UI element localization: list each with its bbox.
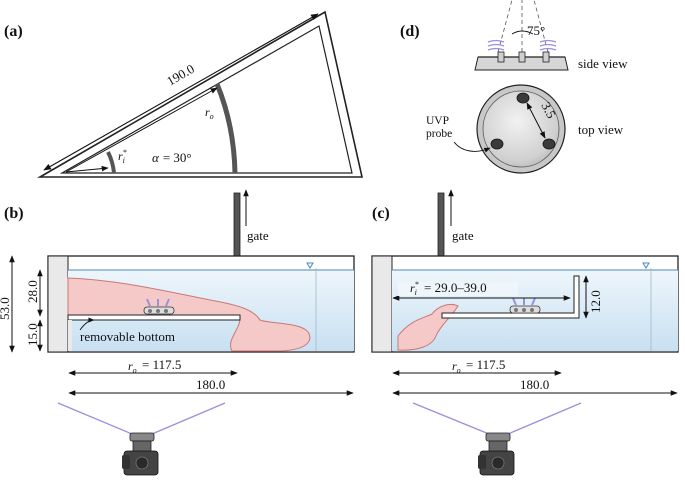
- uvp-label-line1: UVP: [426, 115, 449, 127]
- dim-ri-label-c: = 29.0–39.0: [424, 280, 487, 295]
- side-probe-2: [518, 51, 526, 63]
- panel-label-d: (d): [400, 23, 420, 40]
- dim-53-label: 53.0: [0, 297, 12, 320]
- dim-28-label: 28.0: [25, 280, 40, 303]
- r-i-arrow: [65, 165, 109, 173]
- dim-ri-symbol-c: r*i: [410, 280, 419, 297]
- water-level-symbol-b: [306, 262, 314, 269]
- alpha-label: α= 30°: [152, 150, 192, 165]
- panel-d: (d) 75° side view 3.5 top view UVP probe: [400, 0, 628, 174]
- removable-bottom-pointer: [79, 317, 95, 331]
- fov-line-left-b: [57, 402, 133, 435]
- removable-bottom-plate: [67, 314, 241, 321]
- uvp-pointer: [453, 141, 491, 153]
- probe-spacing-label: 3.5: [538, 99, 559, 120]
- fov-line-right-c: [507, 402, 582, 435]
- arc-length-label: 190.0: [164, 61, 197, 89]
- removable-bottom-label: removable bottom: [80, 329, 175, 344]
- angle-label: 75°: [527, 23, 545, 38]
- dim-180-label-c: 180.0: [520, 377, 549, 392]
- fov-line-right-b: [151, 402, 226, 435]
- side-probe-1: [497, 51, 505, 63]
- tank-endwall-b: [47, 255, 69, 353]
- panel-label-a: (a): [4, 23, 23, 40]
- dim-ri-label-bg: [398, 282, 518, 296]
- side-probe-3: [542, 51, 550, 63]
- dim-180-label-b: 180.0: [196, 377, 225, 392]
- r-o-arrow: [65, 87, 218, 173]
- panel-a: (a) 190.0 ro r*i α= 30°: [4, 10, 363, 178]
- uvp-label-line2: probe: [426, 128, 452, 140]
- side-view-label: side view: [578, 56, 628, 71]
- dim-ro-symbol-c: ro: [452, 359, 461, 375]
- top-probe-3: [490, 138, 504, 150]
- panel-label-b: (b): [4, 205, 24, 222]
- dim-ro-label-b: = 117.5: [142, 357, 181, 372]
- r-i-label: r*i: [118, 148, 127, 165]
- dim-12-label: 12.0: [588, 290, 603, 313]
- top-probe-2: [542, 138, 556, 150]
- tank-endwall-c: [371, 255, 393, 353]
- r-o-label: ro: [205, 105, 214, 121]
- probe-spacing-dimension: [526, 102, 546, 139]
- side-view-emitters: [487, 39, 557, 51]
- panel-label-c: (c): [372, 205, 390, 222]
- angle-arc: [511, 30, 534, 35]
- water-level-symbol-c: [642, 262, 650, 269]
- dim-15-label: 15.0: [25, 323, 40, 346]
- camera-icon-c: [478, 432, 515, 476]
- side-view-beams: [497, 0, 549, 53]
- gate-label-b: gate: [247, 228, 269, 243]
- dim-ro-label-c: = 117.5: [466, 357, 505, 372]
- gate-b: gate: [233, 189, 269, 269]
- lower-step-b: [68, 320, 72, 351]
- dim-ro-symbol-b: ro: [128, 359, 137, 375]
- gate-label-c: gate: [452, 228, 474, 243]
- gate-c: gate: [437, 189, 474, 269]
- camera-icon-b: [122, 432, 159, 476]
- arc-length-dimension: [43, 13, 319, 171]
- top-probe-1: [516, 92, 530, 104]
- panel-b: (b) removable bottom 53.0 28.0 15.0: [0, 205, 355, 476]
- uvp-probe-array-b: [143, 298, 175, 315]
- sector-outline-inner: [59, 25, 353, 174]
- top-view-label: top view: [578, 122, 624, 137]
- fov-line-left-c: [412, 402, 490, 435]
- false-floor-c: [441, 275, 580, 319]
- panel-c: (c) r*i = 29.0–39.0 12.0 ro = 117.5 180.…: [371, 205, 679, 476]
- uvp-probe-array-c: [509, 297, 541, 314]
